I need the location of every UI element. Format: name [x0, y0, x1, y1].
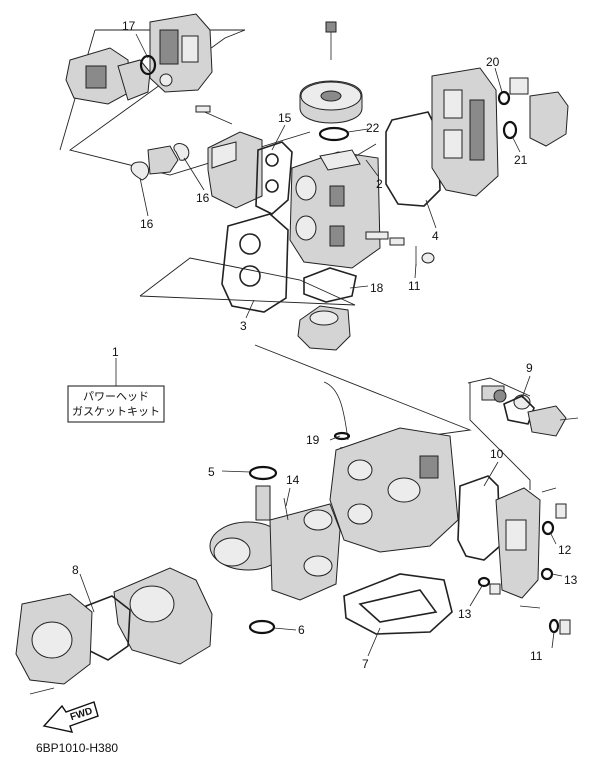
exhaust-cover — [495, 487, 541, 599]
callout-7: 7 — [362, 657, 369, 671]
crankcase — [323, 381, 459, 553]
washer-13a — [540, 567, 554, 581]
callout-18: 18 — [370, 281, 384, 295]
gasket-3 — [221, 213, 289, 313]
callout-2: 2 — [376, 177, 383, 191]
kit-box-line2: ガスケットキット — [72, 405, 160, 418]
gasket-kit-box: パワーヘッド ガスケットキット — [67, 358, 165, 423]
callout-22: 22 — [366, 121, 380, 135]
o-ring-19 — [333, 431, 351, 441]
gasket-15 — [255, 141, 293, 215]
cylinder-head-cover — [431, 67, 569, 197]
callout-1: 1 — [112, 345, 119, 359]
diagram-code: 6BP1010-H380 — [36, 741, 118, 755]
callout-13-left: 13 — [458, 607, 472, 621]
plug-11-top — [421, 252, 435, 264]
callout-9: 9 — [526, 361, 533, 375]
callout-16-left: 16 — [140, 217, 154, 231]
o-ring-20 — [497, 90, 511, 106]
callout-3: 3 — [240, 319, 247, 333]
kit-box-line1: パワーヘッド — [83, 390, 149, 403]
callout-16-right: 16 — [196, 191, 210, 205]
lower-casing — [15, 567, 213, 695]
callout-10: 10 — [490, 447, 504, 461]
callout-11-bottom: 11 — [530, 649, 543, 663]
o-ring-12 — [541, 520, 555, 536]
o-ring-21 — [502, 120, 518, 140]
kit-boundary-lines — [59, 29, 531, 490]
gasket-18 — [303, 267, 357, 303]
gasket-7 — [343, 573, 453, 635]
crankshaft-assembly — [209, 465, 341, 635]
callout-6: 6 — [298, 623, 305, 637]
water-pump-housing — [297, 305, 351, 351]
callout-12: 12 — [558, 543, 572, 557]
intake-manifold — [130, 105, 263, 209]
gasket-4 — [385, 111, 441, 207]
gasket-10 — [457, 475, 501, 561]
callout-4: 4 — [432, 229, 439, 243]
timing-pulley — [299, 21, 363, 142]
cylinder-head — [289, 143, 405, 269]
leader-lines — [79, 33, 563, 657]
washer-13b — [477, 576, 491, 588]
callout-labels: 17 15 22 20 21 2 4 3 16 16 18 11 1 9 10 … — [72, 19, 578, 671]
callout-17: 17 — [122, 19, 136, 33]
fwd-arrow-icon: FWD — [42, 701, 99, 733]
callout-11-top: 11 — [408, 279, 421, 293]
oil-seal-6 — [248, 619, 276, 635]
callout-5: 5 — [208, 465, 215, 479]
callout-14: 14 — [286, 473, 300, 487]
callout-21: 21 — [514, 153, 528, 167]
carburetor-assembly — [65, 13, 213, 105]
callout-19: 19 — [306, 433, 320, 447]
callout-13-right: 13 — [564, 573, 578, 587]
callout-20: 20 — [486, 55, 500, 69]
callout-8: 8 — [72, 563, 79, 577]
callout-15: 15 — [278, 111, 292, 125]
o-ring-17 — [139, 54, 157, 76]
oil-seal-22 — [318, 126, 350, 142]
o-ring-11 — [548, 618, 560, 634]
oil-seal-5 — [248, 465, 278, 481]
